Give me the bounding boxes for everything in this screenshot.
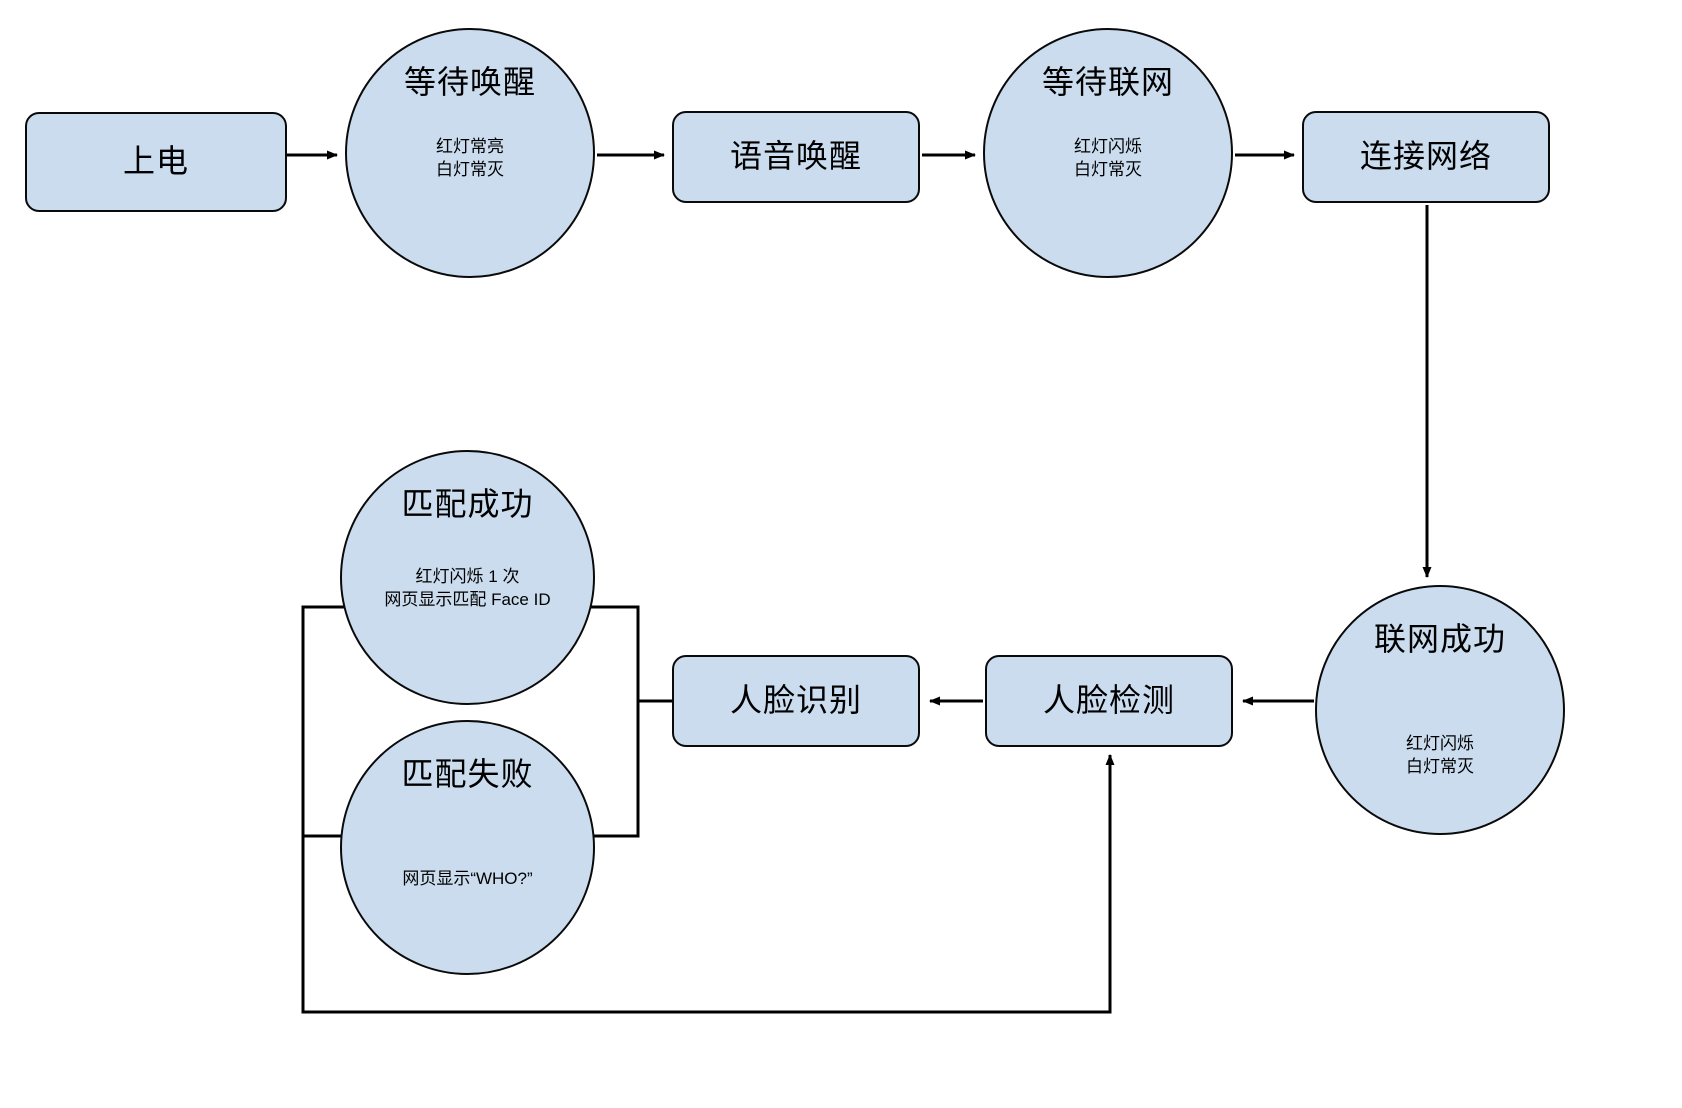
node-match-fail-title: 匹配失败 <box>401 756 534 792</box>
node-match-success[interactable]: 匹配成功 红灯闪烁 1 次 网页显示匹配 Face ID <box>340 450 595 705</box>
node-waiting-network[interactable]: 等待联网 红灯闪烁 白灯常灭 <box>983 28 1233 278</box>
node-connect-network-title: 连接网络 <box>1359 138 1492 175</box>
node-waiting-wakeup-sub: 红灯常亮 白灯常灭 <box>436 136 504 179</box>
node-face-recognize[interactable]: 人脸识别 <box>672 655 920 747</box>
edge-match-success-left-stub <box>301 605 345 838</box>
node-power-on-title: 上电 <box>122 143 189 180</box>
edge-face-recognize-bracket <box>591 605 672 703</box>
node-face-detect[interactable]: 人脸检测 <box>985 655 1233 747</box>
node-face-recognize-title: 人脸识别 <box>729 682 862 719</box>
node-match-success-sub: 红灯闪烁 1 次 网页显示匹配 Face ID <box>384 566 551 609</box>
node-match-fail-sub: 网页显示“WHO?” <box>402 868 533 888</box>
node-connect-network[interactable]: 连接网络 <box>1302 111 1550 203</box>
node-waiting-wakeup-title: 等待唤醒 <box>403 64 536 100</box>
node-network-success-title: 联网成功 <box>1373 621 1506 657</box>
node-match-fail[interactable]: 匹配失败 网页显示“WHO?” <box>340 720 595 975</box>
node-network-success[interactable]: 联网成功 红灯闪烁 白灯常灭 <box>1315 585 1565 835</box>
node-face-detect-title: 人脸检测 <box>1042 682 1175 719</box>
node-waiting-network-sub: 红灯闪烁 白灯常灭 <box>1074 136 1142 179</box>
node-waiting-wakeup[interactable]: 等待唤醒 红灯常亮 白灯常灭 <box>345 28 595 278</box>
edge-bracket-to-match-fail <box>594 701 640 838</box>
node-voice-wakeup[interactable]: 语音唤醒 <box>672 111 920 203</box>
node-network-success-sub: 红灯闪烁 白灯常灭 <box>1406 733 1474 776</box>
node-waiting-network-title: 等待联网 <box>1041 64 1174 100</box>
node-power-on[interactable]: 上电 <box>25 112 287 212</box>
node-match-success-title: 匹配成功 <box>401 486 534 522</box>
node-voice-wakeup-title: 语音唤醒 <box>729 138 862 175</box>
